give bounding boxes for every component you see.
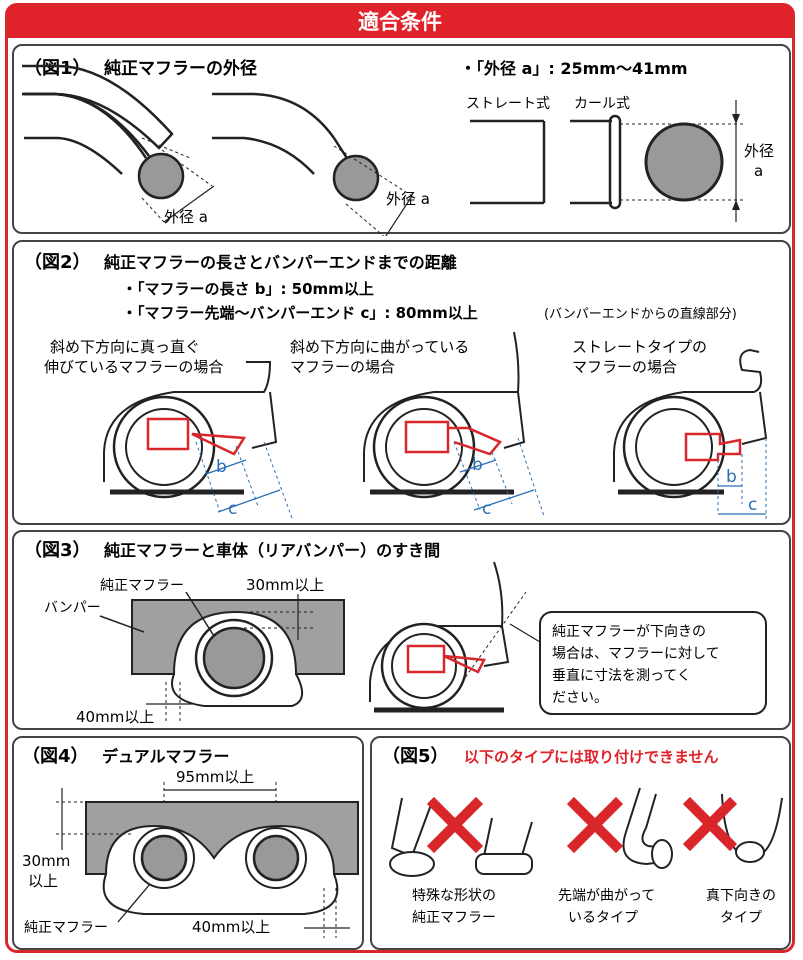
fig1-panel: （図1） 純正マフラーの外径 外径 a [12,44,791,243]
fig4-muffler-left [140,834,188,882]
fig2-case1-line1: 斜め下方向に真っ直ぐ [50,338,200,356]
fig3-gap-top: 30mm以上 [246,576,324,594]
fig1-diagram: （図1） 純正マフラーの外径 外径 a [22,58,774,243]
fig2-panel: （図2） 純正マフラーの長さとバンパーエンドまでの距離 ・「マフラーの長さ b」… [12,240,791,525]
fig3-bumper-label: バンパー [44,600,101,616]
fig3-muffler-end [202,626,266,690]
fig5-type2-x-icon [566,796,624,854]
fig5-type1-line1: 特殊な形状の [412,888,496,904]
fig2-case1-b: b [216,457,227,477]
fig4-gap-center: 95mm以上 [176,768,254,786]
fig1-tag: （図1） [24,58,91,79]
straight-pipe-end [470,119,546,205]
fig2-case3-c: c [748,495,757,515]
bent-muffler-2 [212,92,354,175]
fig5-panel: （図5） 以下のタイプには取り付けできません 特殊な形状の 純正マフラー [370,736,791,950]
fig2-spec-b: ・「マフラーの長さ b」: 50mm以上 [122,280,374,298]
pipe-outline-1 [24,92,148,175]
fig1-side-label-2: a [754,162,763,180]
fig5-type1-line2: 純正マフラー [412,910,496,926]
fig4-diagram: （図4） デュアルマフラー 95mm以上 30mm 以上 純正マフラー 40mm… [22,746,359,938]
fig5-type3-pipe [721,793,783,863]
fig3-diagram: （図3） 純正マフラーと車体（リアバンパー）のすき間 純正マフラー バンパー 3… [24,540,767,726]
fig5-diagram: （図5） 以下のタイプには取り付けできません 特殊な形状の 純正マフラー [382,746,783,926]
fig5-title: 以下のタイプには取り付けできません [464,748,719,766]
fig1-straight-label: ストレート式 [466,96,550,112]
fig2-case3-muffler [684,432,742,462]
fig2-case3-b: b [726,467,737,487]
fig5-type2-line1: 先端が曲がって [558,888,655,904]
fig5-type2-line2: いるタイプ [568,910,638,926]
fig2-case1-c: c [228,499,237,519]
fig3-note-line4: ださい。 [552,690,608,706]
fig4-panel: （図4） デュアルマフラー 95mm以上 30mm 以上 純正マフラー 40mm… [12,736,364,950]
fig1-side-label-1: 外径 [744,142,774,160]
fig4-gap-top-1: 30mm [22,852,70,870]
fig2-case2-line1: 斜め下方向に曲がっている [290,338,469,356]
fig2-case2-c: c [482,499,491,519]
fig1-title: 純正マフラーの外径 [104,58,257,79]
fig3-muffler-label: 純正マフラー [100,578,184,594]
fig2-case2-car [363,331,526,499]
fig2-spec-c-note: (バンパーエンドからの直線部分) [544,306,737,322]
fig1-dia-label-1: 外径 a [164,208,208,226]
fig2-spec-c-main: ・「マフラー先端～バンパーエンド c」: 80mm以上 [122,304,478,322]
fig4-gap-side: 40mm以上 [192,918,270,936]
fig3-note-line2: 場合は、マフラーに対して [552,646,720,662]
fig5-type3-line1: 真下向きの [706,888,776,904]
fig2-case2-muffler-tip [448,426,503,456]
fig3-title: 純正マフラーと車体（リアバンパー）のすき間 [104,541,440,560]
fig3-gap-side: 40mm以上 [76,708,154,726]
fig3-panel: （図3） 純正マフラーと車体（リアバンパー）のすき間 純正マフラー バンパー 3… [12,530,791,730]
fig1-curl-label: カール式 [574,96,630,112]
fig5-type1-pipe [389,797,533,877]
fig3-tag: （図3） [24,540,91,561]
fig2-case3-line1: ストレートタイプの [572,338,707,356]
fig3-note-box [539,611,767,715]
fig2-case1-car [103,361,278,499]
fig5-type3-x-icon [682,796,738,852]
fig5-type2-pipe [622,787,673,869]
fig2-case2-b: b [472,455,483,475]
fig2-case3-car [613,348,768,499]
fig3-bumper [131,599,345,675]
dim-line-1 [163,185,215,223]
muffler-end-2 [332,154,380,202]
fig2-case2-line2: マフラーの場合 [290,358,395,376]
fig2-case2-muffler-box [404,420,450,454]
fig2-diagram: （図2） 純正マフラーの長さとバンパーエンドまでの距離 ・「マフラーの長さ b」… [24,252,768,522]
fig4-muffler-right [252,834,300,882]
fig5-tag: （図5） [382,746,449,767]
fig2-case3-line2: マフラーの場合 [572,358,677,376]
fig4-tag: （図4） [22,746,89,767]
fig2-tag: （図2） [24,252,91,273]
fig2-case1-line2: 伸びているマフラーの場合 [44,358,223,376]
page-title: 適合条件 [8,6,792,38]
fig4-muffler-label: 純正マフラー [24,920,108,936]
fig3-side-car [369,561,510,713]
fig1-dia-label-2: 外径 a [386,190,430,208]
fig2-case1-muffler-box [146,417,190,451]
curl-pipe-end [570,114,622,210]
muffler-end-side [644,122,724,202]
fig1-spec: ・「外径 a」: 25mm～41mm [460,59,688,78]
fig5-type3-line2: タイプ [720,910,762,926]
fig2-case1-muffler-tip [191,432,247,456]
bent-muffler-1 [22,64,174,157]
fig3-note-line3: 垂直に寸法を測ってく [552,667,691,684]
fig4-title: デュアルマフラー [102,747,230,766]
fig5-type1-x-icon [426,796,484,854]
fig4-gap-top-2: 以上 [28,872,58,890]
fig4-bumper [85,801,359,875]
fig2-title: 純正マフラーの長さとバンパーエンドまでの距離 [104,253,457,272]
muffler-end-1 [137,152,185,200]
fig3-note-line1: 純正マフラーが下向きの [552,624,706,640]
